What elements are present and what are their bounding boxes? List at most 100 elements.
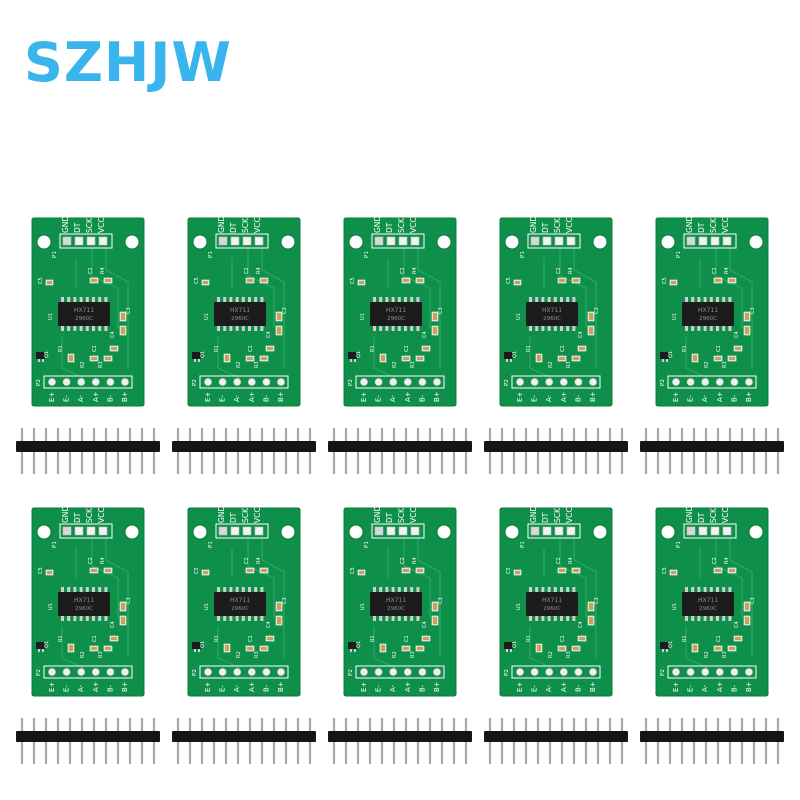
header-pin xyxy=(548,452,552,474)
header-pin xyxy=(308,428,312,442)
pin-label-bottom: E+ xyxy=(360,682,368,692)
connector-label-p1: P1 xyxy=(364,251,370,258)
pin-pad xyxy=(218,378,227,386)
header-pin xyxy=(308,718,312,732)
ic-lead xyxy=(79,326,83,331)
chip-marking: 2960C xyxy=(75,606,93,612)
pin-pad xyxy=(262,668,271,676)
header-plastic xyxy=(328,441,472,452)
ic-lead xyxy=(547,616,551,621)
hx711-chip xyxy=(526,592,578,616)
header-pin xyxy=(92,452,96,474)
chip-label: U1 xyxy=(672,313,678,320)
pin-pad xyxy=(62,526,72,536)
connector-p1-outline xyxy=(59,233,113,249)
mounting-hole xyxy=(36,234,52,250)
component-label: C5 xyxy=(662,567,668,574)
ic-lead xyxy=(73,616,77,621)
header-pin xyxy=(740,742,744,764)
pin-label-bottom: B+ xyxy=(589,391,597,402)
component-label: R4 xyxy=(568,557,574,564)
component-label: C5 xyxy=(38,567,44,574)
header-pin xyxy=(224,452,228,474)
ic-lead xyxy=(235,587,239,592)
header-pin xyxy=(512,452,516,474)
pin-pad xyxy=(77,378,86,386)
ic-lead xyxy=(79,297,83,302)
mounting-hole xyxy=(348,524,364,540)
ic-lead xyxy=(254,587,258,592)
header-pin xyxy=(716,718,720,732)
pin-pad xyxy=(710,236,720,246)
header-pin xyxy=(392,718,396,732)
connector-label-p2: P2 xyxy=(348,669,354,676)
header-pin xyxy=(488,452,492,474)
header-pin xyxy=(644,428,648,442)
header-plastic xyxy=(484,441,628,452)
pin-label-top: GND xyxy=(685,506,694,523)
ic-lead xyxy=(685,587,688,592)
pin-label-bottom: A- xyxy=(545,684,553,692)
header-pin xyxy=(260,452,264,474)
ic-lead xyxy=(248,587,251,592)
header-pin xyxy=(224,428,228,442)
header-pin xyxy=(524,718,528,732)
header-pin xyxy=(68,718,72,732)
connector-p2-outline xyxy=(199,665,289,679)
mounting-hole xyxy=(192,234,208,250)
ic-lead xyxy=(397,297,401,302)
header-pin xyxy=(212,428,216,442)
mounting-hole xyxy=(748,234,764,250)
header-pin xyxy=(764,742,768,764)
pin-label-top: DT xyxy=(229,512,238,523)
component-label: R4 xyxy=(724,267,730,274)
header-pin xyxy=(248,452,252,474)
header-pin xyxy=(440,742,444,764)
ic-lead xyxy=(410,587,414,592)
pin-label-top: DT xyxy=(541,512,550,523)
component-label: R3 xyxy=(254,651,260,658)
header-pin xyxy=(776,718,780,732)
header-pin xyxy=(104,428,108,442)
pin-pad xyxy=(559,378,568,386)
ic-lead xyxy=(703,616,707,621)
ic-lead xyxy=(410,616,414,621)
mounting-hole xyxy=(124,524,140,540)
pin-pad xyxy=(121,378,129,386)
pin-label-bottom: B- xyxy=(106,394,114,402)
pin-label-bottom: A+ xyxy=(404,391,412,402)
component-label: C5 xyxy=(506,277,512,284)
component-label: R4 xyxy=(256,557,262,564)
ic-lead xyxy=(529,616,532,621)
pin-label-top: VCC xyxy=(97,217,106,233)
ic-lead xyxy=(541,616,545,621)
component-label: C2 xyxy=(556,267,562,274)
pin-pad xyxy=(722,526,732,536)
ic-lead xyxy=(560,616,563,621)
component-label: R3 xyxy=(98,651,104,658)
ic-lead xyxy=(79,587,83,592)
header-pin xyxy=(44,718,48,732)
header-pin xyxy=(188,452,192,474)
header-pin xyxy=(380,742,384,764)
connector-p1-outline xyxy=(371,233,425,249)
transistor-q1 xyxy=(660,352,669,359)
pin-pad xyxy=(106,378,115,386)
pin-label-bottom: B+ xyxy=(433,681,441,692)
header-plastic xyxy=(640,441,784,452)
ic-lead xyxy=(73,326,77,331)
component-label: C2 xyxy=(244,267,250,274)
ic-lead xyxy=(391,297,395,302)
header-pin xyxy=(500,452,504,474)
ic-lead xyxy=(728,616,732,621)
header-pin xyxy=(380,718,384,732)
ic-lead xyxy=(566,297,570,302)
ic-lead xyxy=(709,616,713,621)
header-pin xyxy=(332,742,336,764)
header-pin xyxy=(488,428,492,442)
chip-marking: 2960C xyxy=(75,316,93,322)
component-label: C1 xyxy=(560,345,566,352)
pin-label-top: SCK xyxy=(553,217,562,233)
header-pin xyxy=(416,428,420,442)
ic-lead xyxy=(716,326,719,331)
